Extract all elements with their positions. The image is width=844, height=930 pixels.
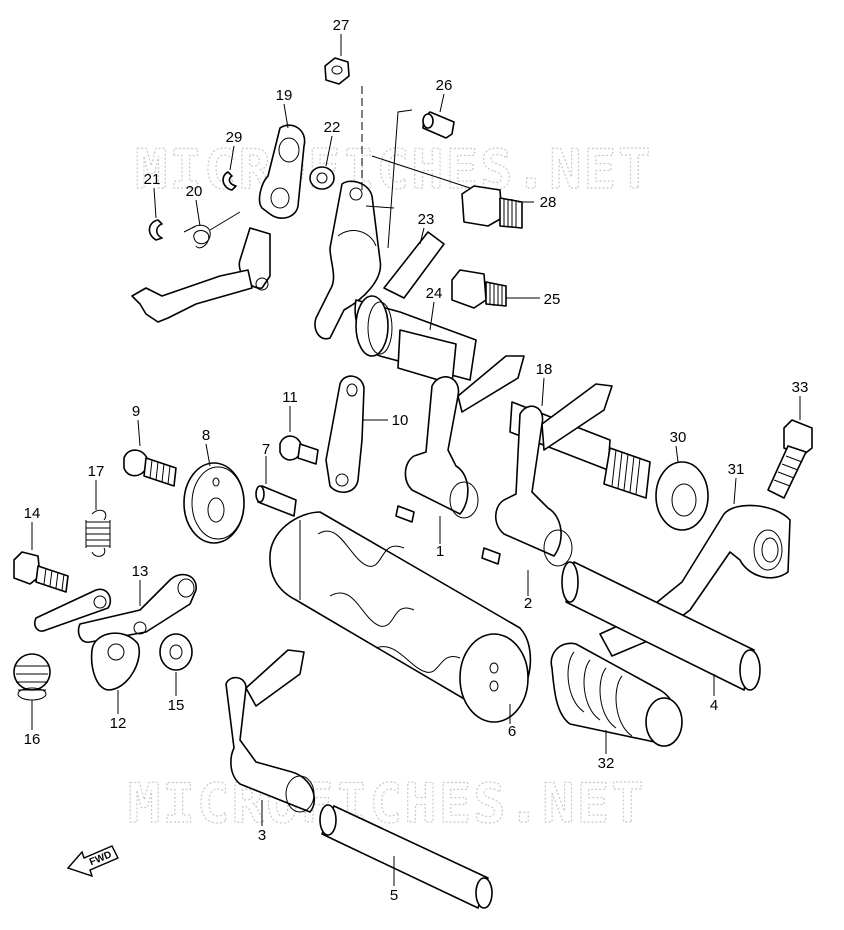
callout-16: 16 — [24, 731, 41, 748]
callout-29: 29 — [226, 129, 243, 146]
part-12-washer — [90, 632, 141, 691]
callout-32: 32 — [598, 755, 615, 772]
callout-3: 3 — [258, 827, 266, 844]
callout-14: 14 — [24, 505, 41, 522]
callout-22: 22 — [324, 119, 341, 136]
callout-13: 13 — [132, 563, 149, 580]
callout-4: 4 — [710, 697, 718, 714]
callout-24: 24 — [426, 285, 443, 302]
part-20-spring — [183, 211, 241, 249]
part-15-washer — [159, 633, 193, 671]
callout-6: 6 — [508, 723, 516, 740]
part-4-shaft — [561, 561, 761, 691]
part-19-shift-arm — [131, 124, 306, 323]
part-27-nut — [324, 57, 350, 85]
callout-23: 23 — [418, 211, 435, 228]
part-33-bolt — [767, 419, 813, 499]
part-9-screw — [123, 449, 177, 487]
callout-31: 31 — [728, 461, 745, 478]
part-25-bolt — [451, 269, 507, 309]
callout-2: 2 — [524, 595, 532, 612]
callout-17: 17 — [88, 463, 105, 480]
callout-5: 5 — [390, 887, 398, 904]
callout-18: 18 — [536, 361, 553, 378]
watermark-top: MICROFICHES.NET — [135, 138, 653, 201]
callout-21: 21 — [144, 171, 161, 188]
watermark-bottom: MICROFICHES.NET — [128, 772, 646, 835]
part-10-plate — [325, 375, 365, 493]
callout-1: 1 — [436, 543, 444, 560]
callout-7: 7 — [262, 441, 270, 458]
callout-15: 15 — [168, 697, 185, 714]
part-30-bearing — [603, 447, 709, 531]
part-6-shift-drum — [269, 511, 532, 723]
callout-19: 19 — [276, 87, 293, 104]
part-17-spring — [85, 509, 111, 557]
part-7-pin — [255, 485, 297, 517]
leader-lines — [31, 34, 801, 886]
part-1-shift-fork — [395, 355, 525, 523]
callout-33: 33 — [792, 379, 809, 396]
fwd-arrow-icon: FWD — [66, 845, 119, 878]
part-24-shaft — [354, 295, 477, 385]
part-22-washer — [309, 166, 335, 190]
part-28-bolt — [461, 185, 523, 229]
callout-10: 10 — [392, 412, 409, 429]
callout-28: 28 — [540, 194, 557, 211]
callout-30: 30 — [670, 429, 687, 446]
callout-8: 8 — [202, 427, 210, 444]
callout-26: 26 — [436, 77, 453, 94]
part-8-cam-plate — [183, 462, 245, 544]
part-5-shaft — [319, 804, 493, 909]
part-11-screw — [279, 435, 319, 465]
part-32-rubber — [550, 642, 683, 747]
callout-11: 11 — [282, 389, 298, 406]
callout-27: 27 — [333, 17, 350, 34]
part-2-shift-fork — [481, 383, 613, 567]
callout-20: 20 — [186, 183, 203, 200]
part-21-circlip — [148, 219, 163, 241]
part-3-shift-fork — [225, 649, 316, 813]
callout-12: 12 — [110, 715, 127, 732]
part-23-stopper-lever — [314, 180, 445, 340]
part-26-pin — [422, 111, 455, 139]
callout-25: 25 — [544, 291, 561, 308]
part-16-spring — [13, 653, 51, 701]
part-14-bolt — [13, 551, 69, 593]
part-13-stopper-lever — [33, 573, 197, 643]
callout-9: 9 — [132, 403, 140, 420]
callout-labels: 1 2 3 4 5 6 7 8 9 10 11 12 13 14 15 16 1… — [24, 17, 809, 904]
part-29-circlip — [222, 171, 237, 191]
